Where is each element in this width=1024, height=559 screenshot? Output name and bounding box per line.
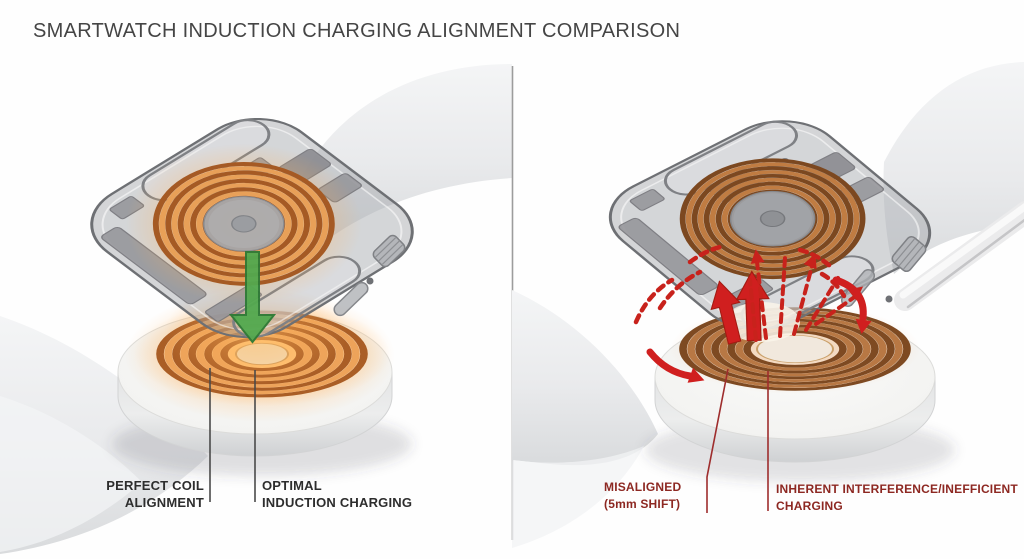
callout-inherent-interference: INHERENT INTERFERENCE/INEFFICIENT CHARGI…: [776, 482, 1018, 513]
callout-optimal-induction-charging: OPTIMAL INDUCTION CHARGING: [262, 478, 413, 510]
charger-cable: [894, 201, 1024, 311]
watch-strap-top-right-panel: [883, 62, 1024, 274]
callout-perfect-coil-alignment: PERFECT COIL ALIGNMENT: [106, 478, 204, 510]
watch-coil-left: [125, 143, 362, 305]
callout-misaligned-shift: MISALIGNED (5mm SHIFT): [604, 480, 682, 511]
digital-crown-left: [372, 234, 406, 268]
aligned-panel-illustration: [0, 64, 512, 554]
side-button-left: [333, 281, 369, 317]
leader-line-misaligned: [706, 368, 729, 513]
mic-dot-left: [366, 277, 374, 285]
green-down-arrow-icon: [228, 251, 277, 344]
misaligned-panel-illustration: [512, 62, 1024, 548]
mic-dot-right: [885, 295, 893, 303]
smartwatch-left: [90, 117, 414, 339]
page-title: SMARTWATCH INDUCTION CHARGING ALIGNMENT …: [33, 20, 681, 42]
red-interference-arrows-icon: [633, 243, 872, 383]
watch-strap-bottom-right-panel: [512, 290, 658, 466]
digital-crown-right: [891, 235, 927, 273]
